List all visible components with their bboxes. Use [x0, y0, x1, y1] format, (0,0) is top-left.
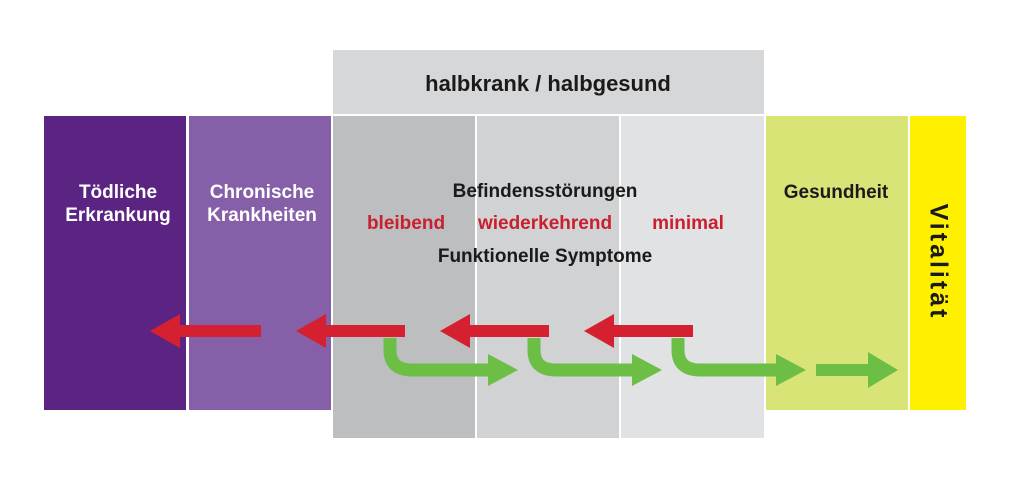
column-minimal — [621, 116, 764, 438]
label-fatal-line2: Erkrankung — [65, 205, 171, 226]
middle-subtitle: Funktionelle Symptome — [437, 246, 653, 267]
column-health — [766, 116, 908, 410]
red-arrow-3 — [440, 314, 549, 348]
green-arrow-1 — [383, 338, 518, 386]
column-vitality — [910, 116, 966, 410]
level-recurring: wiederkehrend — [477, 213, 613, 234]
middle-title: Befindensstörungen — [452, 181, 638, 202]
column-persistent — [333, 116, 475, 438]
red-arrow-1 — [150, 314, 261, 348]
red-arrow-4 — [584, 314, 693, 348]
column-recurring — [477, 116, 619, 438]
label-chronic-line2: Krankheiten — [207, 205, 317, 226]
label-chronic-line1: Chronische — [209, 182, 315, 203]
level-persistent: bleibend — [366, 213, 446, 234]
level-minimal: minimal — [652, 213, 724, 234]
green-arrow-3 — [671, 338, 806, 386]
green-arrow-4 — [816, 352, 898, 388]
label-fatal-line1: Tödliche — [78, 182, 158, 203]
column-chronic-disease — [189, 116, 331, 410]
green-arrow-2 — [527, 338, 662, 386]
header-label: halbkrank / halbgesund — [425, 71, 671, 96]
red-arrow-2 — [296, 314, 405, 348]
header-band — [333, 50, 764, 114]
column-fatal-disease — [44, 116, 186, 410]
label-health: Gesundheit — [783, 182, 889, 203]
